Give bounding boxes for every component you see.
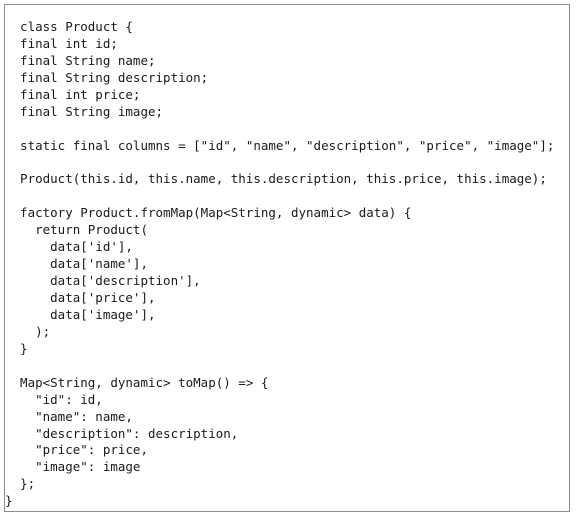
code-line [5, 358, 554, 375]
code-snippet-frame: class Product { final int id; final Stri… [4, 4, 570, 512]
code-line: ); [5, 323, 51, 339]
code-line: return Product( [5, 222, 148, 238]
code-line: data['description'], [5, 273, 201, 289]
code-line: final int id; [5, 35, 118, 51]
code-block: class Product { final int id; final Stri… [5, 19, 554, 510]
code-line: class Product { [5, 19, 133, 34]
code-line: data['image'], [5, 306, 156, 322]
code-line: static final columns = ["id", "name", "d… [5, 137, 555, 153]
code-line: "description": description, [5, 425, 239, 441]
code-line: final int price; [5, 86, 141, 102]
code-line: final String description; [5, 69, 209, 85]
code-line [5, 155, 554, 172]
code-line: data['price'], [5, 290, 156, 305]
code-line: Map<String, dynamic> toMap() => { [5, 374, 269, 390]
code-line: data['name'], [5, 256, 148, 272]
code-line: data['id'], [5, 239, 133, 255]
code-line: final String name; [5, 52, 156, 68]
code-line: Product(this.id, this.name, this.descrip… [5, 171, 547, 187]
code-line: "id": id, [5, 391, 103, 407]
code-line: final String image; [5, 103, 164, 119]
code-line: "name": name, [5, 408, 133, 424]
code-line: } [5, 493, 13, 509]
code-line: factory Product.fromMap(Map<String, dyna… [5, 205, 412, 221]
code-line: } [5, 340, 28, 356]
code-line [5, 188, 554, 205]
code-line: }; [5, 476, 36, 492]
code-line: "image": image [5, 459, 141, 475]
code-line: "price": price, [5, 442, 148, 458]
code-line [5, 121, 554, 138]
